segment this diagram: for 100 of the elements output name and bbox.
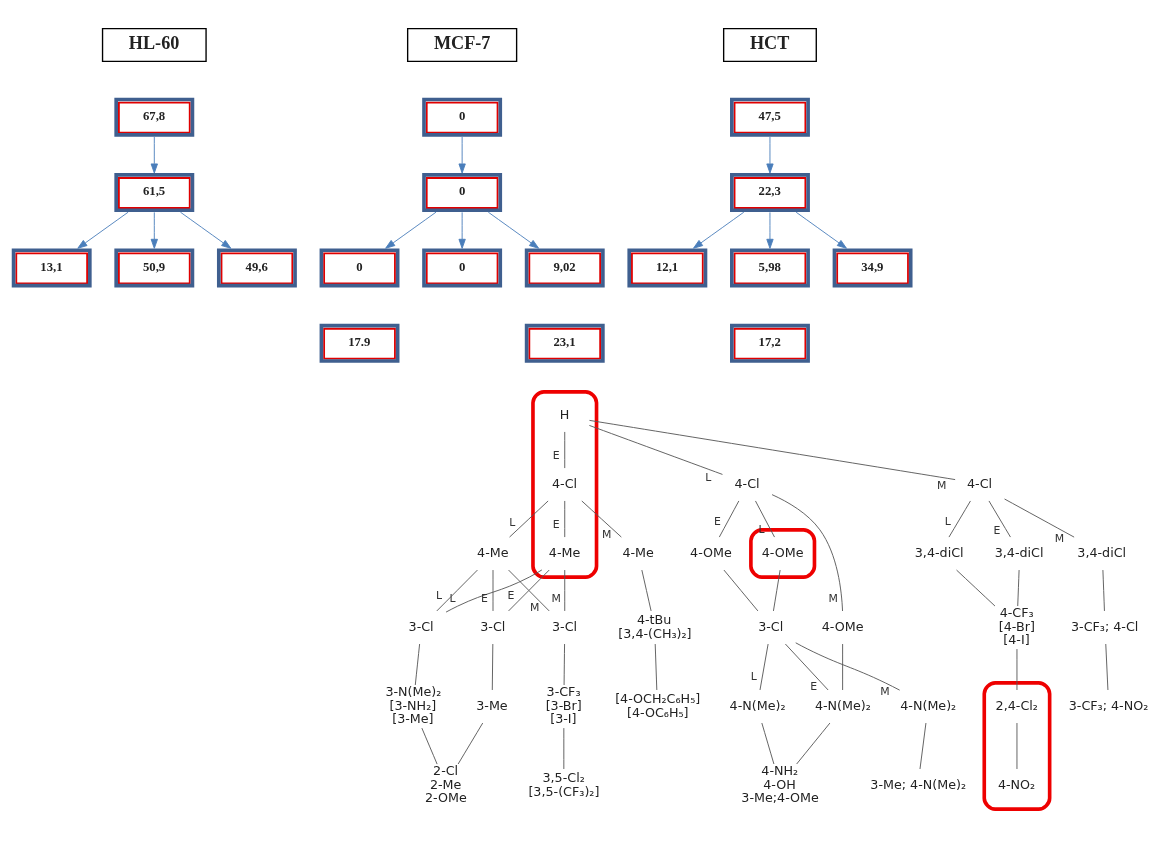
connector	[508, 569, 550, 611]
connector	[761, 722, 775, 764]
connector	[956, 569, 996, 606]
node-box: MCF-7	[406, 27, 518, 62]
cluster	[749, 527, 817, 579]
connector	[491, 643, 494, 690]
node-text: 3-CF₃; 4-Cl	[1070, 618, 1139, 634]
node-text: 4-N(Me)₂	[729, 697, 786, 713]
edge-label: E	[552, 448, 560, 462]
connector	[564, 500, 566, 538]
arrow	[180, 211, 232, 249]
connector	[842, 643, 844, 690]
node-text: 4-Me	[477, 544, 509, 560]
connector	[589, 419, 956, 480]
connector	[563, 643, 566, 685]
edge-label: M	[551, 591, 561, 605]
node-text: 3-Cl	[552, 618, 578, 634]
connector	[436, 569, 478, 611]
connector	[457, 722, 484, 764]
connector	[771, 493, 843, 611]
edge-label: M	[828, 591, 838, 605]
edge-label: L	[750, 669, 757, 683]
node-text: 4-tBu [3,4-(CH₃)₂]	[618, 611, 692, 641]
edge-label: E	[993, 523, 1001, 537]
arrow	[693, 211, 745, 249]
edge-label: L	[705, 470, 712, 484]
node-text: 3-Cl	[758, 618, 784, 634]
node-box: 67,8	[114, 97, 195, 137]
node-text: 4-Cl	[552, 475, 578, 491]
connector	[1105, 643, 1109, 690]
node-text: 3-Cl	[408, 618, 434, 634]
arrow	[766, 211, 774, 249]
connector	[948, 500, 971, 538]
edge-label: L	[509, 515, 516, 529]
connector	[718, 500, 740, 538]
node-text: 3-N(Me)₂ [3-NH₂] [3-Me]	[385, 683, 442, 726]
connector	[759, 643, 769, 690]
node-text: 4-NH₂ 4-OH 3-Me;4-OMe	[741, 762, 819, 805]
node-text: 3,4-diCl	[994, 544, 1044, 560]
connector	[755, 500, 775, 538]
node-text: 3,4-diCl	[1077, 544, 1127, 560]
node-text: 3-CF₃ [3-Br] [3-I]	[545, 683, 582, 726]
connector	[421, 727, 438, 765]
cluster	[531, 389, 599, 579]
node-text: 4-CF₃ [4-Br] [4-I]	[998, 604, 1035, 647]
arrow	[766, 136, 774, 173]
connector	[919, 722, 927, 769]
node-text: 4-Me	[622, 544, 654, 560]
edge-label: M	[1054, 531, 1065, 545]
connector	[581, 500, 622, 538]
node-text: 3-Cl	[480, 618, 506, 634]
connector	[588, 424, 723, 475]
arrow	[795, 211, 847, 249]
node-text: 2,4-Cl₂	[995, 697, 1038, 713]
connector	[509, 500, 549, 538]
edge-label: M	[937, 478, 947, 492]
connector	[1016, 648, 1018, 690]
node-text: 4-OMe	[690, 544, 732, 560]
node-text: 3,4-diCl	[914, 544, 964, 560]
edge-label: E	[810, 679, 818, 693]
node-text: H	[559, 406, 570, 422]
connector	[564, 569, 566, 611]
arrow	[385, 211, 437, 249]
node-text: 4-Me	[548, 544, 581, 560]
edge-label: L	[449, 591, 456, 605]
arrow	[77, 211, 129, 249]
node-text: 3-Me; 4-N(Me)₂	[870, 776, 967, 792]
connector	[445, 568, 543, 613]
node-box: HCT	[723, 27, 817, 62]
edge-label: M	[529, 600, 540, 614]
node-text: 2-Cl 2-Me 2-OMe	[424, 762, 467, 805]
connector	[563, 727, 565, 769]
connector	[796, 722, 831, 764]
connector	[784, 643, 829, 690]
connector	[654, 643, 658, 690]
connector	[1004, 498, 1075, 538]
connector	[414, 643, 421, 685]
edge-label: M	[601, 527, 612, 541]
edge-label: E	[481, 591, 488, 605]
connector	[492, 569, 494, 611]
arrow	[458, 211, 466, 249]
connector	[1016, 722, 1018, 769]
connector	[773, 569, 781, 611]
edge-label: M	[880, 684, 890, 698]
edge-label: E	[714, 514, 721, 528]
node-text: 4-N(Me)₂	[900, 697, 957, 713]
connector	[1102, 569, 1105, 611]
connector	[795, 641, 901, 691]
edge-label: L	[436, 588, 443, 602]
node-text: 3-CF₃; 4-NO₂	[1068, 697, 1149, 713]
node-text: 4-Cl	[967, 475, 993, 491]
connector	[564, 431, 566, 469]
connector	[988, 500, 1011, 538]
node-text: 4-OMe	[821, 618, 864, 634]
connector	[723, 569, 759, 611]
node-text: [4-OCH₂C₆H₅] [4-OC₆H₅]	[615, 690, 701, 720]
node-text: 3-Me	[476, 697, 508, 713]
edge-label: L	[944, 514, 951, 528]
arrow	[458, 136, 466, 173]
node-text: 4-N(Me)₂	[814, 697, 871, 713]
